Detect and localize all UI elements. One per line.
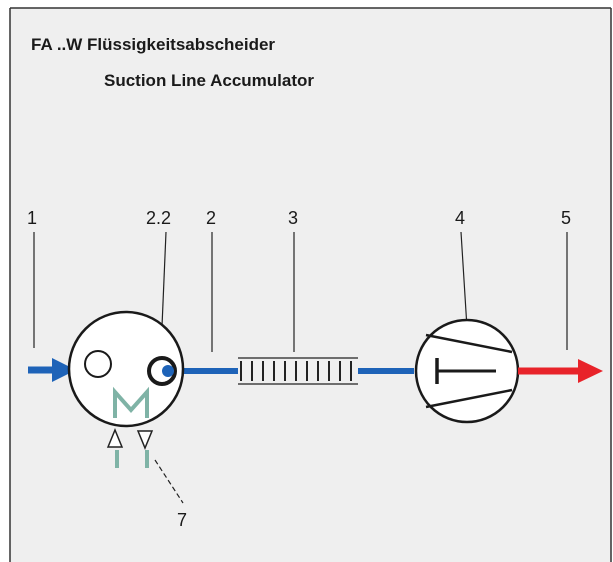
leader-line-4 (460, 231, 468, 329)
up-triangle-icon (106, 428, 124, 448)
outlet-arrow (518, 359, 603, 383)
accumulator-symbol-icon (67, 310, 185, 428)
down-triangle-icon (136, 430, 154, 450)
compressor-symbol-icon (414, 318, 520, 424)
leader-line-7 (154, 459, 184, 504)
label-3: 3 (288, 208, 299, 228)
label-4: 4 (455, 208, 466, 228)
label-7: 7 (177, 510, 188, 530)
page-subtitle: Suction Line Accumulator (104, 71, 315, 90)
label-2: 2 (206, 208, 217, 228)
panel-background (10, 8, 611, 562)
heat-exchanger-symbol-icon (238, 357, 358, 385)
oil-return-symbol (113, 386, 149, 468)
label-2-2: 2.2 (146, 208, 172, 228)
label-5: 5 (561, 208, 572, 228)
label-1: 1 (27, 208, 38, 228)
inlet-arrow (28, 358, 76, 382)
page-title: FA ..W Flüssigkeitsabscheider (31, 35, 276, 54)
